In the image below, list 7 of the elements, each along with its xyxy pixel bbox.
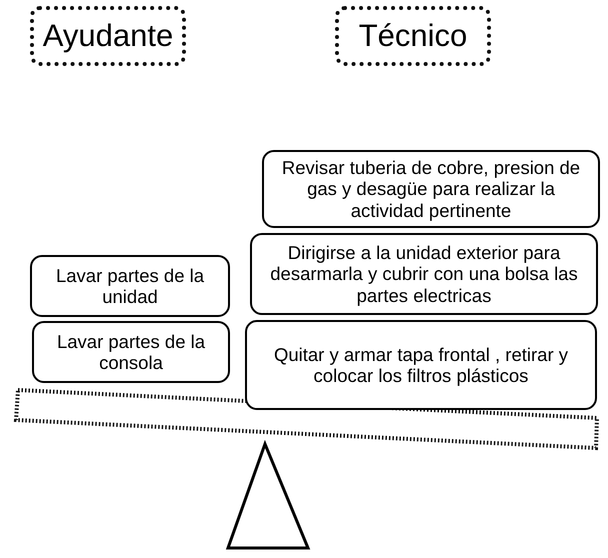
role-header: Técnico xyxy=(335,6,491,66)
task-box: Lavar partes de la consola xyxy=(32,321,230,383)
role-header: Ayudante xyxy=(30,6,186,66)
task-box: Dirigirse a la unidad exterior para desarmarla y cubrir con una bolsa las partes electricas xyxy=(250,233,598,315)
task-box: Lavar partes de la unidad xyxy=(30,255,230,317)
task-box: Quitar y armar tapa frontal , retirar y colocar los filtros plásticos xyxy=(245,320,597,410)
task-box: Revisar tuberia de cobre, presion de gas y desagüe para realizar la actividad pertinente xyxy=(262,150,600,228)
